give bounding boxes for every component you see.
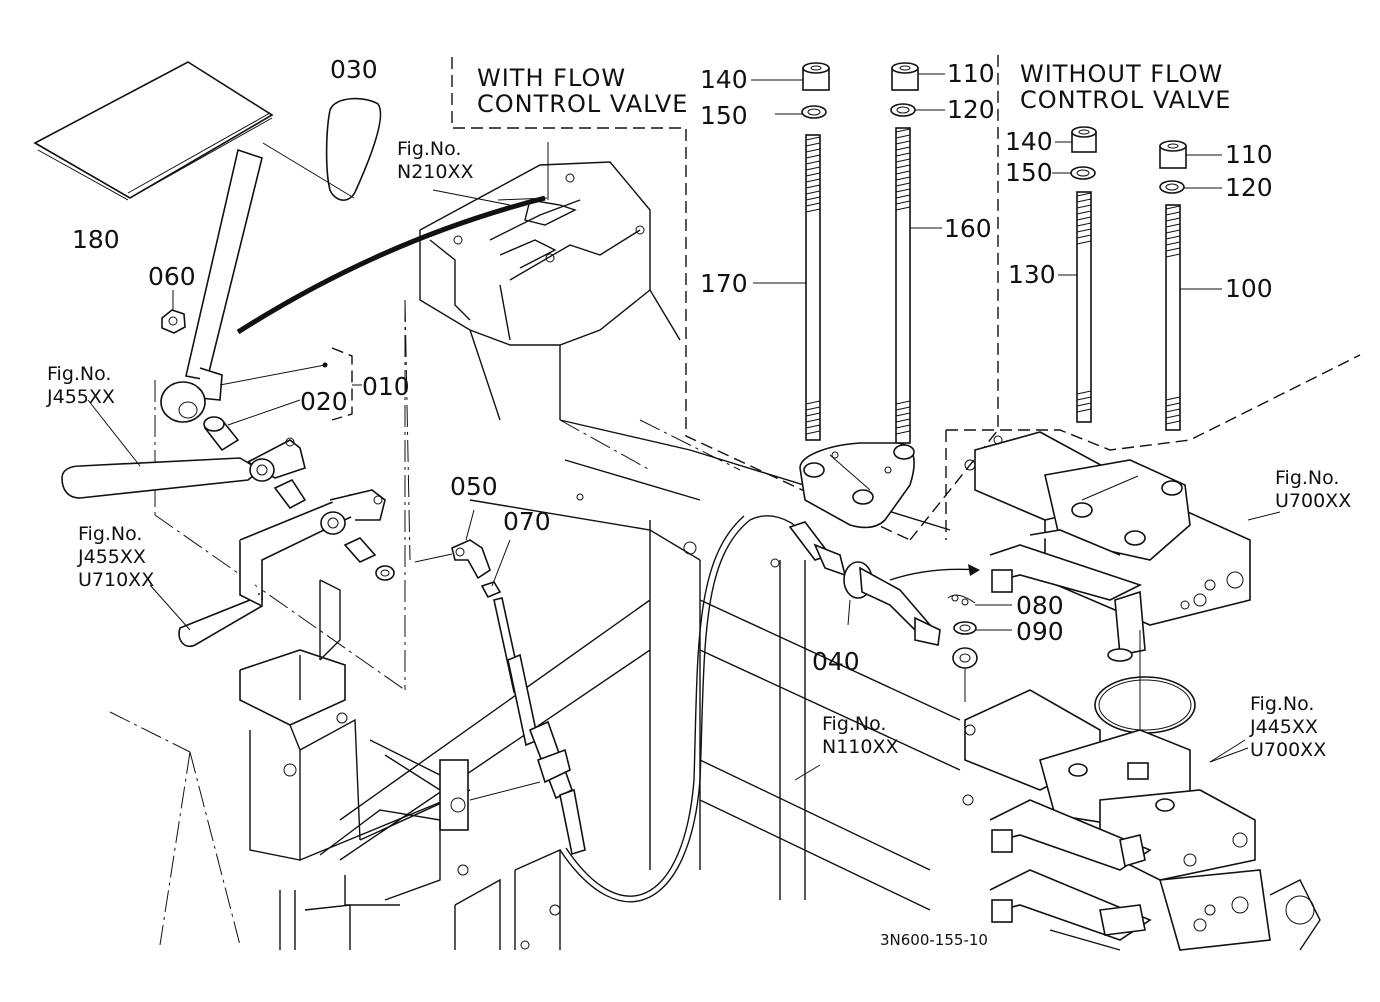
figref-j455u710-line1: Fig.No.	[78, 523, 142, 545]
drawing-code: 3N600-155-10	[880, 931, 988, 949]
label-090: 090	[1016, 617, 1064, 646]
part-020-bushing	[203, 399, 301, 452]
label-150-a: 150	[700, 101, 748, 130]
label-020: 020	[300, 387, 348, 416]
tractor-frame	[109, 161, 961, 950]
header-with-flow-line1: WITH FLOW	[477, 64, 626, 92]
figref-n110-line1: Fig.No.	[822, 713, 886, 735]
control-valve-lower	[962, 689, 1321, 951]
part-130-stud	[1058, 191, 1092, 423]
label-050: 050	[450, 472, 498, 501]
part-140-nut-b	[1055, 126, 1097, 153]
pedal-lever-u710	[178, 489, 395, 647]
part-010-lever	[160, 148, 328, 423]
label-100: 100	[1225, 274, 1273, 303]
figref-j445u700-line3: U700XX	[1250, 739, 1326, 761]
label-080: 080	[1016, 591, 1064, 620]
label-170: 170	[700, 269, 748, 298]
label-140-a: 140	[700, 65, 748, 94]
figref-n210-line2: N210XX	[397, 161, 474, 183]
part-040-cable	[236, 195, 980, 903]
part-110-nut-a	[891, 62, 945, 91]
header-without-flow-line2: CONTROL VALVE	[1020, 86, 1231, 114]
figref-u700-line2: U700XX	[1275, 490, 1351, 512]
part-170-stud	[753, 134, 821, 441]
part-080-pin	[947, 594, 1012, 606]
with-flow-boundary	[451, 50, 999, 541]
part-140-nut-a	[751, 62, 830, 91]
control-valve-upper	[964, 431, 1251, 662]
figref-n210-line1: Fig.No.	[397, 138, 461, 160]
part-050-fitting	[414, 539, 491, 580]
part-180-manual	[33, 61, 274, 201]
header-without-flow-line1: WITHOUT FLOW	[1020, 60, 1223, 88]
figref-u700-line1: Fig.No.	[1275, 467, 1339, 489]
leader-lines	[87, 142, 1281, 781]
figref-j455u710-line3: U710XX	[78, 569, 154, 591]
label-150-b: 150	[1005, 158, 1053, 187]
label-030: 030	[330, 55, 378, 84]
part-110-nut-b	[1159, 140, 1222, 169]
label-040: 040	[812, 647, 860, 676]
part-070-nut	[480, 581, 502, 599]
flow-control-valve-body	[799, 442, 915, 529]
part-120-washer-a	[890, 103, 945, 117]
label-130: 130	[1008, 260, 1056, 289]
label-120-b: 120	[1225, 173, 1273, 202]
without-flow-boundary	[945, 354, 1361, 540]
part-160-stud	[895, 127, 942, 444]
label-110-b: 110	[1225, 140, 1273, 169]
label-160: 160	[944, 214, 992, 243]
label-140-b: 140	[1005, 127, 1053, 156]
part-150-washer-b	[1052, 166, 1096, 180]
label-110-a: 110	[947, 59, 995, 88]
part-060-nut	[161, 309, 186, 334]
lever-group-bracket	[331, 347, 353, 421]
part-120-washer-b	[1159, 180, 1222, 194]
cable-lower-section	[469, 597, 586, 856]
label-060: 060	[148, 262, 196, 291]
label-010: 010	[362, 372, 410, 401]
header-with-flow-line2: CONTROL VALVE	[477, 90, 688, 118]
section-headers: WITH FLOW CONTROL VALVE WITHOUT FLOW CON…	[477, 60, 1231, 118]
figref-j445u700-line1: Fig.No.	[1250, 693, 1314, 715]
part-030-knob	[262, 97, 382, 201]
figref-j455-line2: J455XX	[46, 386, 115, 408]
figref-j445u700-line2: J445XX	[1249, 716, 1318, 738]
label-180: 180	[72, 225, 120, 254]
figure-references: Fig.No. N210XX Fig.No. J455XX Fig.No. J4…	[46, 138, 1351, 761]
part-100-stud	[1165, 204, 1222, 431]
linkage-arm-j455	[61, 437, 307, 510]
part-090-washer	[953, 621, 1012, 635]
label-070: 070	[503, 507, 551, 536]
part-number-labels: 030 180 060 020 010 050 070 040 080 090 …	[72, 55, 1273, 676]
figref-j455u710-line2: J455XX	[77, 546, 146, 568]
part-150-washer-a	[775, 105, 827, 119]
figref-j455-line1: Fig.No.	[47, 363, 111, 385]
figref-n110-line2: N110XX	[822, 736, 899, 758]
label-120-a: 120	[947, 95, 995, 124]
